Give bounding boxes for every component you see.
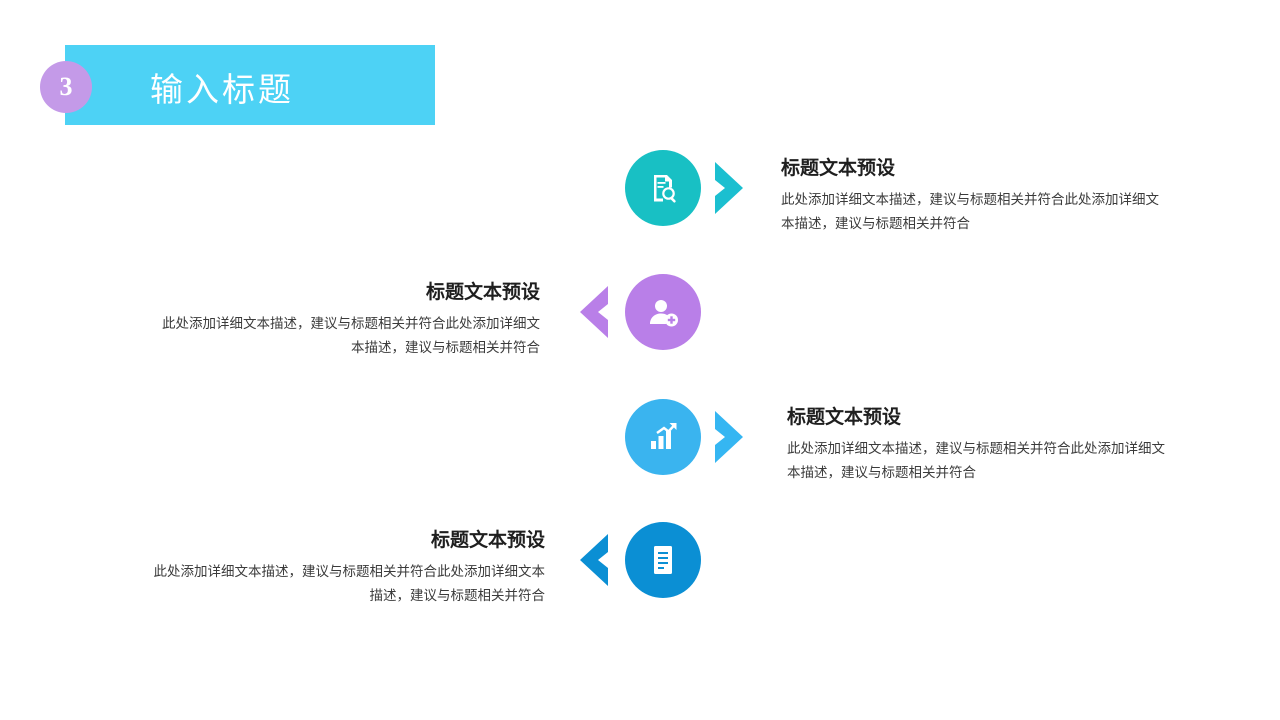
- diagram-row: 标题文本预设 此处添加详细文本描述，建议与标题相关并符合此处添加详细文本描述，建…: [0, 150, 1280, 270]
- chevron-right-icon: [713, 160, 753, 216]
- header-number-badge: 3: [40, 61, 92, 113]
- row-icon-circle[interactable]: [625, 522, 701, 598]
- page-title: 输入标题: [150, 70, 294, 109]
- row-text-block: 标题文本预设 此处添加详细文本描述，建议与标题相关并符合此处添加详细文本描述，建…: [150, 277, 540, 360]
- row-text-block: 标题文本预设 此处添加详细文本描述，建议与标题相关并符合此处添加详细文本描述，建…: [787, 402, 1167, 485]
- row-text-block: 标题文本预设 此处添加详细文本描述，建议与标题相关并符合此处添加详细文本描述，建…: [781, 153, 1161, 236]
- slide-header: 3 输入标题: [40, 45, 460, 125]
- row-icon-circle[interactable]: [625, 399, 701, 475]
- row-title: 标题文本预设: [787, 406, 902, 428]
- document-search-icon: [645, 170, 681, 206]
- row-body: 此处添加详细文本描述，建议与标题相关并符合此处添加详细文本描述，建议与标题相关并…: [153, 564, 546, 604]
- row-icon-circle[interactable]: [625, 274, 701, 350]
- header-bar: [65, 45, 435, 125]
- chevron-right-icon: [713, 409, 753, 465]
- row-text-block: 标题文本预设 此处添加详细文本描述，建议与标题相关并符合此处添加详细文本描述，建…: [150, 525, 546, 608]
- row-icon-circle[interactable]: [625, 150, 701, 226]
- add-user-icon: [645, 294, 681, 330]
- row-title: 标题文本预设: [781, 157, 896, 179]
- diagram-row: 标题文本预设 此处添加详细文本描述，建议与标题相关并符合此处添加详细文本描述，建…: [0, 274, 1280, 394]
- diagram-row: 标题文本预设 此处添加详细文本描述，建议与标题相关并符合此处添加详细文本描述，建…: [0, 522, 1280, 642]
- diagram-row: 标题文本预设 此处添加详细文本描述，建议与标题相关并符合此处添加详细文本描述，建…: [0, 399, 1280, 519]
- document-lines-icon: [645, 542, 681, 578]
- row-body: 此处添加详细文本描述，建议与标题相关并符合此处添加详细文本描述，建议与标题相关并…: [787, 441, 1165, 481]
- row-body: 此处添加详细文本描述，建议与标题相关并符合此处添加详细文本描述，建议与标题相关并…: [162, 316, 540, 356]
- chevron-left-icon: [570, 284, 610, 340]
- row-title: 标题文本预设: [425, 281, 540, 303]
- bar-chart-growth-icon: [645, 419, 681, 455]
- row-title: 标题文本预设: [430, 529, 545, 551]
- chevron-left-icon: [570, 532, 610, 588]
- row-body: 此处添加详细文本描述，建议与标题相关并符合此处添加详细文本描述，建议与标题相关并…: [781, 192, 1159, 232]
